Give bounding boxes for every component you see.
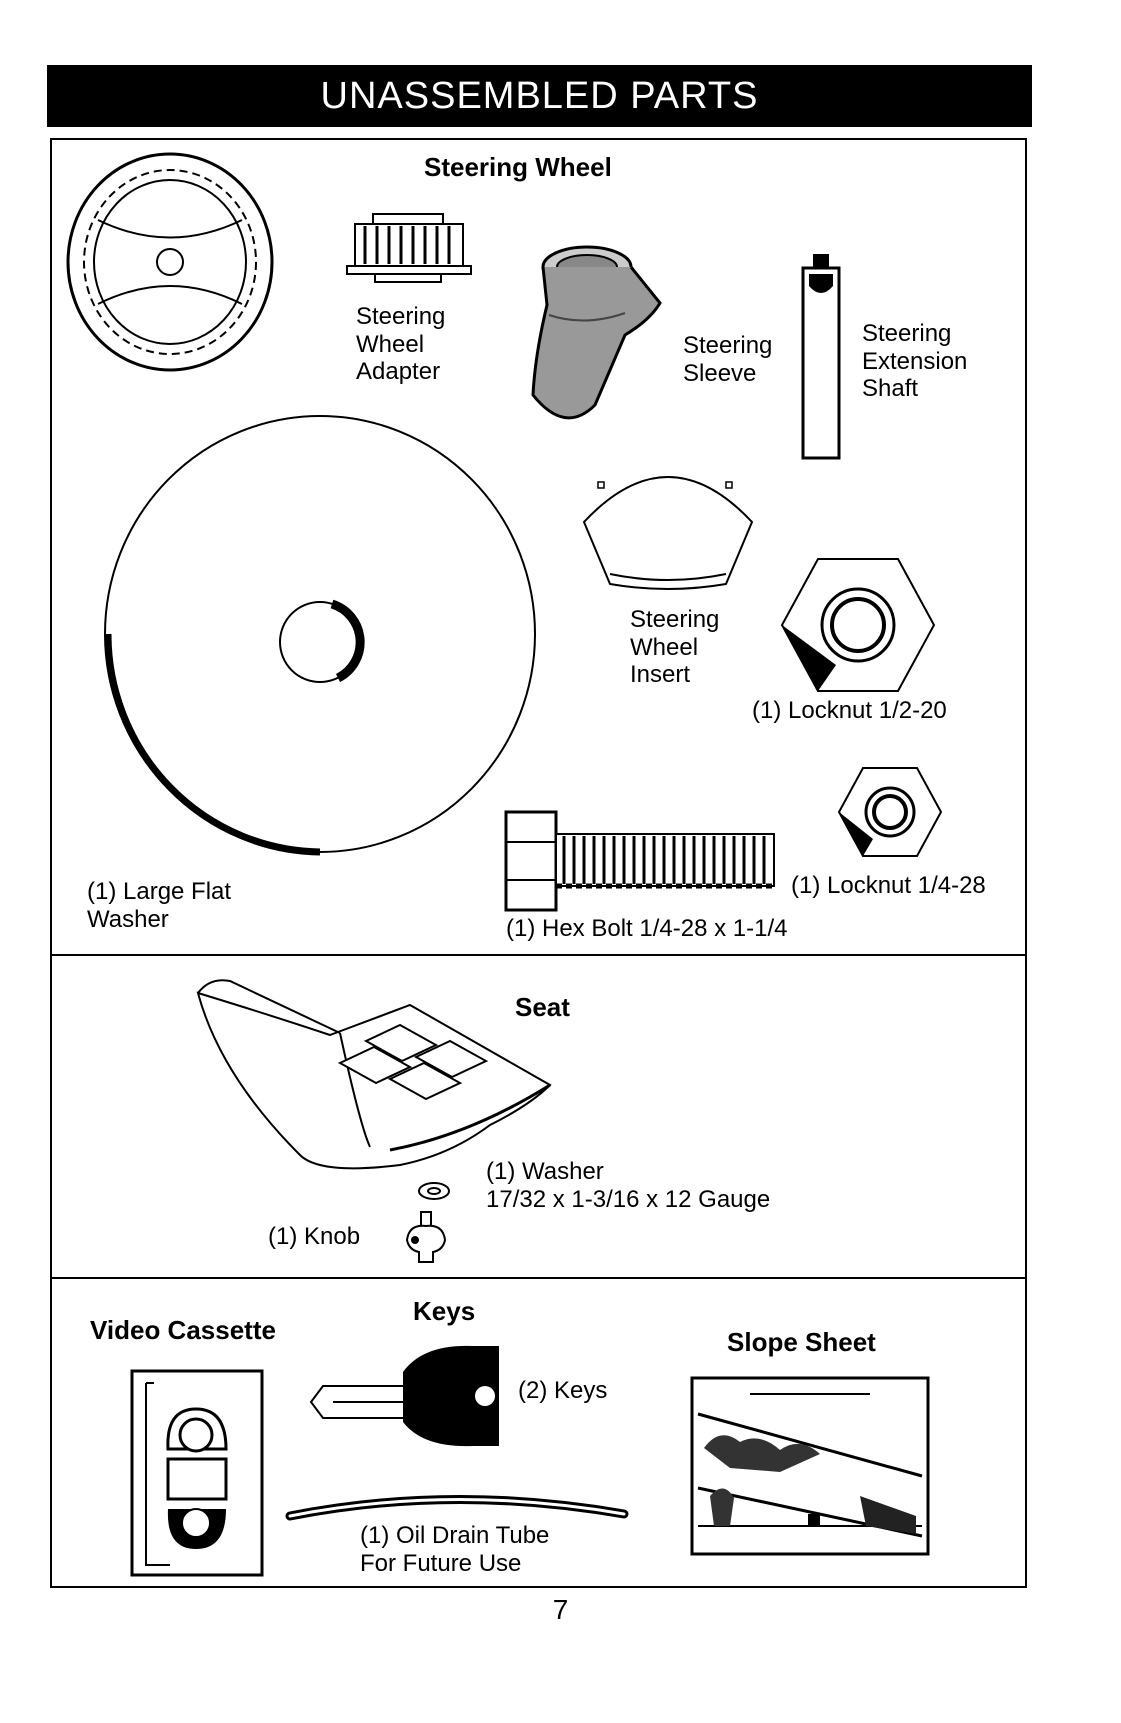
large-washer-label: (1) Large Flat Washer xyxy=(87,878,232,933)
oil-drain-tube-label: (1) Oil Drain Tube For Future Use xyxy=(360,1522,550,1577)
adapter-label: Steering Wheel Adapter xyxy=(356,303,446,386)
keys-label: (2) Keys xyxy=(518,1377,608,1404)
sleeve-label: Steering Sleeve xyxy=(683,332,773,387)
steering-wheel-icon xyxy=(66,152,274,372)
hex-bolt-label: (1) Hex Bolt 1/4-28 x 1-1/4 xyxy=(506,915,788,942)
steering-wheel-insert-icon xyxy=(582,476,754,590)
knob-label: (1) Knob xyxy=(268,1223,361,1250)
page-header: UNASSEMBLED PARTS xyxy=(47,65,1032,127)
seat-washer-icon xyxy=(418,1182,450,1200)
section-divider-seat xyxy=(50,954,1027,956)
shaft-label: Steering Extension Shaft xyxy=(862,320,968,403)
locknut-small-label: (1) Locknut 1/4-28 xyxy=(791,872,986,899)
section-divider-bottom xyxy=(50,1277,1027,1279)
locknut-small-icon xyxy=(837,767,943,857)
parts-frame xyxy=(50,138,1027,1588)
steering-sleeve-icon xyxy=(531,245,662,420)
steering-wheel-adapter-icon xyxy=(346,213,472,283)
key-icon xyxy=(309,1345,499,1447)
insert-label: Steering Wheel Insert xyxy=(630,606,720,689)
slope-sheet-icon xyxy=(690,1376,930,1556)
oil-drain-tube-icon xyxy=(285,1494,629,1521)
header-title: UNASSEMBLED PARTS xyxy=(320,74,759,117)
video-cassette-heading: Video Cassette xyxy=(90,1315,276,1345)
locknut-large-label: (1) Locknut 1/2-20 xyxy=(752,697,947,724)
seat-icon xyxy=(196,979,552,1170)
slope-sheet-heading: Slope Sheet xyxy=(727,1327,876,1357)
hex-bolt-icon xyxy=(504,810,775,912)
video-cassette-icon xyxy=(130,1369,264,1577)
large-flat-washer-icon xyxy=(104,415,536,856)
steering-heading: Steering Wheel xyxy=(424,152,612,182)
steering-extension-shaft-icon xyxy=(801,254,841,460)
locknut-large-icon xyxy=(780,558,936,692)
seat-heading: Seat xyxy=(515,992,570,1022)
seat-washer-label: (1) Washer 17/32 x 1-3/16 x 12 Gauge xyxy=(486,1158,771,1213)
page-number: 7 xyxy=(552,1594,569,1625)
keys-heading: Keys xyxy=(413,1296,476,1326)
knob-icon xyxy=(405,1211,447,1263)
